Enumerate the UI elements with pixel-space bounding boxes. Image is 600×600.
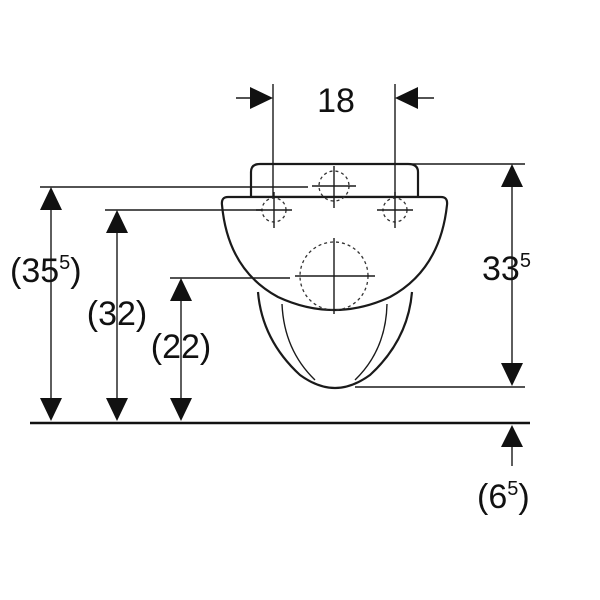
- dimension-label-6-5: (65): [477, 478, 530, 516]
- mounting-holes: [256, 166, 413, 314]
- dimension-label-18: 18: [317, 82, 355, 120]
- dimension-label-22: (22): [151, 328, 211, 366]
- dimension-label-32: (32): [87, 295, 147, 333]
- extension-lines: [40, 84, 525, 388]
- dimension-label-33-5: 335: [482, 250, 531, 288]
- dimension-label-35-5: (355): [10, 252, 82, 290]
- dimension-arrows: [40, 87, 523, 466]
- toilet-outline: [220, 162, 449, 390]
